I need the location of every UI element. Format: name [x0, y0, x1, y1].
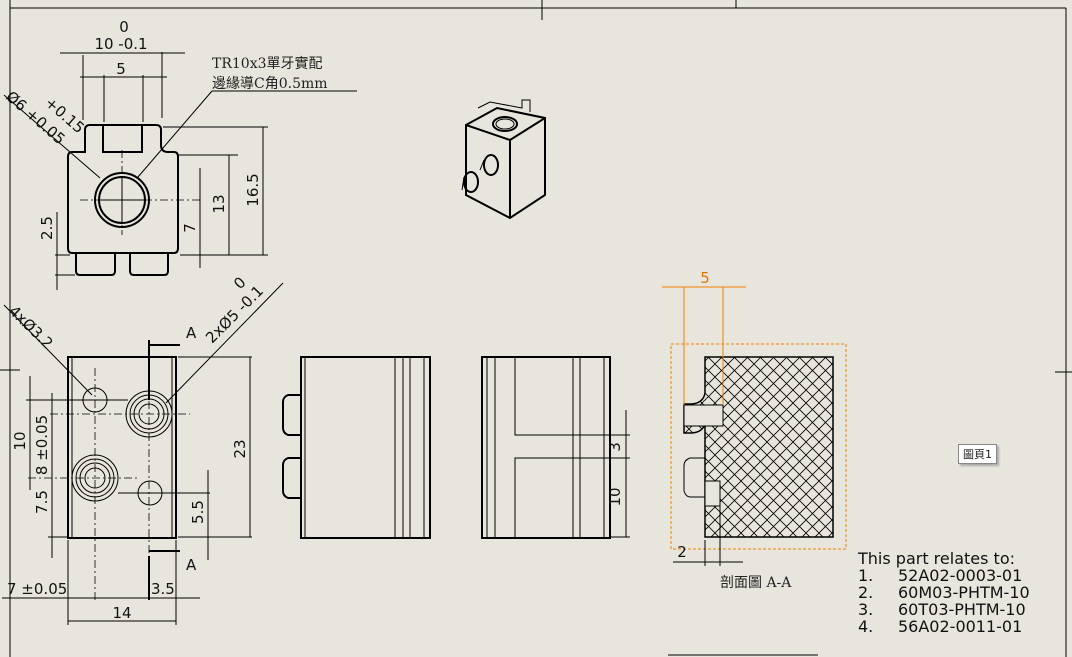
relates-item: 1.52A02-0003-01 [858, 566, 1023, 585]
chamfer-note: 邊緣導C角0.5mm [212, 76, 328, 92]
section-title: 剖面圖 A-A [720, 575, 792, 591]
dim-2-5: 2.5 [38, 216, 56, 240]
relates-item: 3.60T03-PHTM-10 [858, 600, 1026, 619]
dim-16-5: 16.5 [244, 173, 262, 206]
section-view-a-a[interactable]: 5 2 剖面圖 A-A [662, 269, 847, 591]
dim-slot: 5 [116, 60, 126, 78]
thread-note: TR10x3單牙實配 [212, 55, 323, 72]
dim-7: 7 [181, 223, 199, 233]
bottom-view[interactable]: A A 4xØ3.2 2xØ5 -0.1 0 10 8 ±0.05 7.5 23… [2, 273, 284, 625]
dim-7-5: 7.5 [33, 490, 51, 514]
dim-13: 13 [210, 194, 228, 213]
sheet-tab[interactable]: 圖頁1 [958, 444, 997, 464]
section-label-a-top: A [186, 324, 197, 342]
dim-width: 10 -0.1 [94, 35, 147, 53]
isometric-view[interactable] [461, 99, 546, 220]
dim-3-5: 3.5 [151, 580, 175, 598]
dim-23: 23 [231, 439, 249, 458]
section-label-a-bottom: A [186, 556, 197, 574]
dim-5-highlight: 5 [700, 269, 710, 287]
dim-8: 8 ±0.05 [33, 415, 51, 475]
dim-10: 10 [11, 431, 29, 450]
dim-width-tol: 0 [119, 18, 129, 36]
front-view[interactable]: 0 10 -0.1 5 TR10x3單牙實配 邊緣導C角0.5mm Ø6 +0.… [2, 18, 357, 290]
right-view[interactable]: 3 10 [481, 356, 630, 539]
relates-note: This part relates to: 1.52A02-0003-01 2.… [858, 550, 1030, 635]
relates-item: 2.60M03-PHTM-10 [858, 583, 1030, 602]
side-view[interactable] [282, 356, 431, 539]
dim-5-5: 5.5 [189, 500, 207, 524]
dim-4x-holes: 4xØ3.2 [5, 302, 56, 353]
relates-item: 4.56A02-0011-01 [858, 617, 1023, 636]
relates-heading: This part relates to: [858, 549, 1015, 568]
dim-2: 2 [677, 543, 687, 561]
dim-14: 14 [112, 604, 131, 622]
dim-3: 3 [606, 442, 624, 452]
dim-10-right: 10 [606, 487, 624, 506]
dim-2x-holes: 2xØ5 -0.1 [202, 282, 267, 347]
dim-7-tol: 7 ±0.05 [7, 580, 67, 598]
